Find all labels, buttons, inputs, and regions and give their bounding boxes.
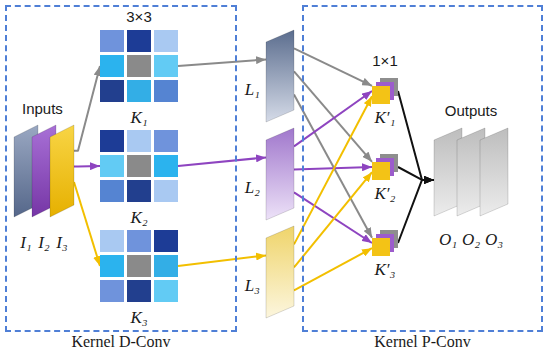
kernel-cell [154, 180, 178, 202]
kernel-cell [100, 255, 124, 277]
kernel-cell [154, 80, 178, 102]
pointwise-kernel: K′₁ [372, 78, 398, 104]
kernel-grid: K₃ [100, 230, 178, 302]
arrow-connector [294, 96, 372, 244]
symbol-label: K₃ [130, 308, 147, 328]
arrow-connector [178, 255, 266, 266]
kernel-cell [100, 80, 124, 102]
annotation: Inputs [22, 100, 63, 117]
arrow-connector [398, 180, 434, 243]
feature-map-slab [480, 128, 508, 216]
kernel-cell [127, 130, 151, 152]
feature-map: O₃ [480, 128, 508, 216]
kernel-cell [100, 230, 124, 252]
dashed-region: Kernel P-ConvK′₁K′₂K′₃O₁O₂O₃ [302, 5, 543, 332]
kernel-cell [127, 230, 151, 252]
kernel-cell [100, 55, 124, 77]
kernel-grid: K₂ [100, 130, 178, 202]
node-shape [266, 226, 294, 318]
dashed-region: Kernel D-ConvI₁I₂I₃K₁K₂K₃ [5, 5, 237, 332]
arrow-connector [178, 157, 266, 166]
symbol-label: K′₁ [375, 108, 396, 128]
arrow-connector [398, 167, 434, 180]
symbol-label: L₂ [245, 178, 260, 198]
feature-map-slab [266, 30, 294, 122]
kernel-cell [127, 255, 151, 277]
symbol-label: K₁ [130, 108, 147, 128]
node-shape [266, 30, 294, 122]
symbol-label: I₂ [38, 233, 50, 253]
kernel-cell [127, 155, 151, 177]
kernel-cell [127, 30, 151, 52]
arrow-connector [294, 248, 372, 290]
node-shape [266, 128, 294, 220]
feature-map: L₂ [266, 128, 294, 220]
kernel-cell [100, 30, 124, 52]
symbol-label: L₃ [245, 276, 260, 296]
arrow-connector [74, 182, 100, 266]
feature-map: L₁ [266, 30, 294, 122]
symbol-label: K₂ [130, 208, 147, 228]
symbol-label: O₁ [439, 230, 457, 250]
kernel-cell [154, 280, 178, 302]
kernel-cell [100, 280, 124, 302]
node-shape [372, 230, 398, 256]
arrow-connector [178, 59, 266, 66]
annotation: Outputs [445, 102, 498, 119]
region-title: Kernel D-Conv [7, 333, 235, 351]
kernel-cell [154, 155, 178, 177]
kernel-cell [154, 55, 178, 77]
symbol-label: I₁ [20, 233, 32, 253]
kernel-square [372, 162, 390, 180]
kernel-square [372, 86, 390, 104]
symbol-label: K′₂ [375, 184, 396, 204]
node-shape [100, 130, 178, 202]
symbol-label: K′₃ [375, 260, 396, 280]
symbol-label: O₂ [462, 230, 480, 250]
node-shape [100, 230, 178, 302]
kernel-cell [127, 80, 151, 102]
node-shape [480, 128, 508, 216]
node-shape [372, 154, 398, 180]
node-shape [372, 78, 398, 104]
kernel-cell [154, 30, 178, 52]
node-shape [50, 125, 74, 217]
arrow-connector [294, 94, 372, 237]
kernel-cell [127, 280, 151, 302]
arrow-connector [398, 91, 434, 180]
pointwise-kernel: K′₂ [372, 154, 398, 180]
symbol-label: L₁ [245, 80, 260, 100]
kernel-cell [100, 155, 124, 177]
symbol-label: O₃ [485, 230, 503, 250]
arrow-connector [294, 192, 372, 243]
feature-map-slab [266, 226, 294, 318]
kernel-grid: K₁ [100, 30, 178, 102]
feature-map-slab [266, 128, 294, 220]
annotation: 1×1 [372, 52, 397, 69]
feature-map: I₃ [50, 125, 74, 217]
pointwise-kernel: K′₃ [372, 230, 398, 256]
feature-map: L₃ [266, 226, 294, 318]
node-shape [100, 30, 178, 102]
kernel-cell [100, 180, 124, 202]
arrow-connector [294, 48, 372, 85]
kernel-cell [154, 255, 178, 277]
symbol-label: I₃ [56, 233, 68, 253]
kernel-cell [127, 180, 151, 202]
kernel-square [372, 238, 390, 256]
kernel-cell [154, 230, 178, 252]
annotation: 3×3 [126, 8, 151, 25]
kernel-cell [127, 55, 151, 77]
arrow-connector [294, 172, 372, 267]
kernel-cell [154, 130, 178, 152]
kernel-cell [100, 130, 124, 152]
feature-map-slab [50, 125, 74, 217]
region-title: Kernel P-Conv [304, 333, 541, 351]
